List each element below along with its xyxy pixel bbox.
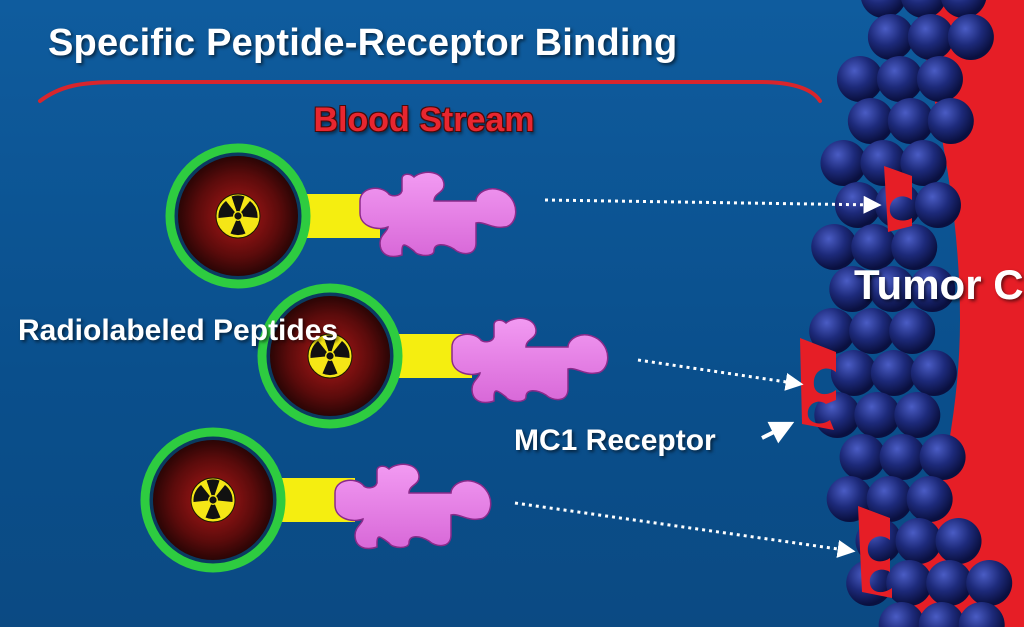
peptides-label: Radiolabeled Peptides — [18, 314, 339, 347]
membrane-sphere — [847, 98, 894, 144]
tumor-label: Tumor Cell — [854, 261, 1024, 308]
title-underline — [38, 80, 822, 103]
membrane-sphere — [916, 56, 963, 102]
receptor-2 — [800, 338, 836, 430]
binding-arrows — [514, 195, 882, 558]
membrane-sphere — [861, 0, 907, 18]
membrane-sphere — [895, 518, 942, 564]
membrane-sphere — [879, 434, 926, 480]
membrane-sphere — [869, 266, 916, 312]
membrane-sphere — [854, 392, 901, 438]
membrane-sphere — [927, 98, 974, 144]
membrane-sphere — [889, 308, 936, 354]
tumor-cell — [809, 0, 1024, 627]
receptor-3 — [858, 506, 892, 598]
membrane-sphere — [867, 14, 914, 60]
membrane-sphere — [926, 560, 973, 606]
membrane-sphere — [886, 560, 933, 606]
membrane-sphere — [839, 434, 886, 480]
membrane-sphere — [878, 602, 925, 627]
membrane-sphere — [958, 602, 1005, 627]
radiation-icon — [215, 193, 261, 239]
membrane-sphere — [909, 266, 956, 312]
mc1-receptors — [800, 166, 912, 598]
membrane-sphere — [941, 0, 987, 18]
membrane-sphere — [851, 224, 898, 270]
membrane-sphere — [820, 140, 867, 186]
membrane-sphere — [966, 560, 1013, 606]
membrane-sphere — [830, 350, 877, 396]
membrane-sphere — [866, 476, 913, 522]
membrane-sphere — [811, 224, 858, 270]
arrow-2 — [637, 358, 804, 391]
receptor-label-arrow — [761, 421, 795, 444]
peptide-1 — [165, 143, 517, 289]
tumor-cell-membrane — [809, 0, 1013, 627]
membrane-sphere — [901, 0, 947, 18]
page-title: Specific Peptide-Receptor Binding — [48, 22, 678, 64]
membrane-sphere — [891, 224, 938, 270]
peptide-3 — [140, 427, 492, 573]
arrow-3 — [514, 501, 856, 558]
membrane-sphere — [870, 350, 917, 396]
membrane-sphere — [914, 182, 961, 228]
peptide-2 — [257, 283, 609, 429]
membrane-sphere — [907, 14, 954, 60]
membrane-sphere — [906, 476, 953, 522]
membrane-sphere — [918, 602, 965, 627]
tumor-cell-interior — [900, 0, 1024, 627]
puzzle-piece-icon — [359, 171, 517, 258]
receptor-1 — [884, 166, 912, 232]
arrow-1 — [544, 195, 882, 214]
blood-stream-label: Blood Stream — [313, 101, 535, 139]
membrane-sphere — [900, 140, 947, 186]
radiolabeled-peptides — [140, 143, 609, 573]
radiation-icon — [190, 477, 236, 523]
membrane-sphere — [829, 266, 876, 312]
receptor-label: MC1 Receptor — [514, 424, 716, 457]
membrane-sphere — [935, 518, 982, 564]
membrane-sphere — [894, 392, 941, 438]
membrane-sphere — [809, 308, 856, 354]
puzzle-piece-icon — [451, 317, 609, 404]
membrane-sphere — [876, 56, 923, 102]
membrane-sphere — [887, 98, 934, 144]
membrane-sphere — [910, 350, 957, 396]
membrane-sphere — [849, 308, 896, 354]
membrane-sphere — [947, 14, 994, 60]
membrane-sphere — [836, 56, 883, 102]
membrane-sphere — [919, 434, 966, 480]
membrane-sphere — [834, 182, 881, 228]
puzzle-piece-icon — [334, 463, 492, 550]
